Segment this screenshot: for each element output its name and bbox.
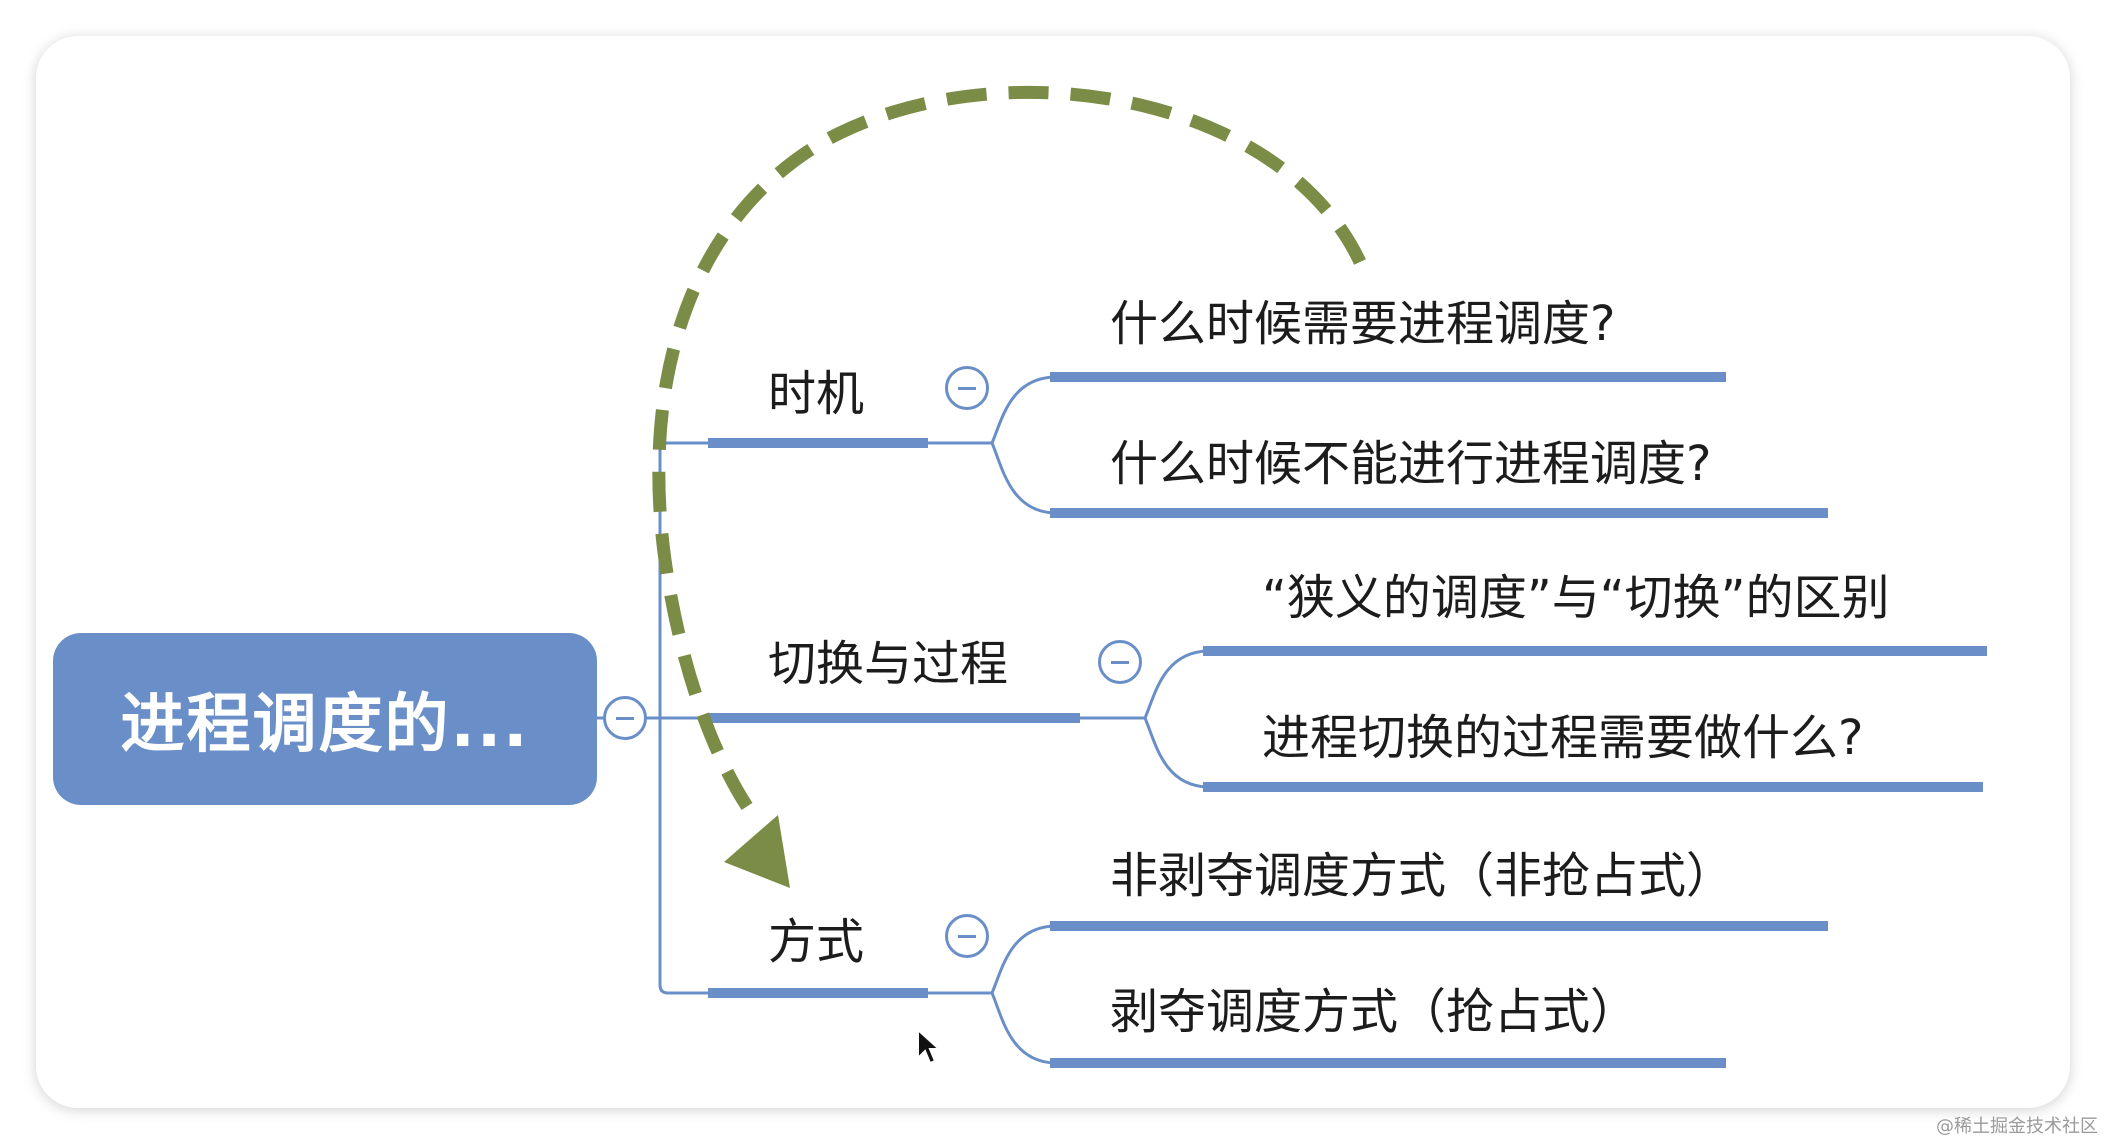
leaf-label-switch-steps[interactable]: 进程切换的过程需要做什么? <box>1262 710 1864 766</box>
root-node-label: 进程调度的... <box>120 688 530 762</box>
leaf-underline-2 <box>1050 508 1828 518</box>
timing-fork-lower <box>990 442 1056 515</box>
leaf-underline-5 <box>1050 921 1828 931</box>
branch-label-method[interactable]: 方式 <box>768 914 865 970</box>
branch-underline-method <box>708 988 928 998</box>
branch-label-timing[interactable]: 时机 <box>768 366 865 422</box>
leaf-underline-3 <box>1203 646 1987 656</box>
leaf-underline-1 <box>1050 372 1726 382</box>
dashed-curve-arrow <box>652 85 1366 822</box>
branch-label-switch[interactable]: 切换与过程 <box>768 636 1009 692</box>
leaf-label-when-not-schedule[interactable]: 什么时候不能进行进程调度? <box>1110 436 1712 492</box>
leaf-label-preemptive[interactable]: 剥夺调度方式（抢占式） <box>1110 984 1639 1040</box>
leaf-label-non-preemptive[interactable]: 非剥夺调度方式（非抢占式） <box>1110 848 1735 904</box>
method-fork-lower <box>990 992 1056 1065</box>
trunk-line <box>658 445 708 995</box>
timing-fork-upper <box>990 375 1056 444</box>
branch-collapse-icon-method[interactable] <box>945 914 989 958</box>
leaf-label-when-schedule[interactable]: 什么时候需要进程调度? <box>1110 296 1616 352</box>
switch-fork-upper <box>1143 649 1209 719</box>
method-fork-upper <box>990 924 1056 994</box>
trunk-top-stub <box>658 441 708 452</box>
dashed-arrow-head <box>724 815 790 888</box>
branch-underline-timing <box>708 438 928 448</box>
leaf-label-schedule-vs-switch[interactable]: “狭义的调度”与“切换”的区别 <box>1262 570 1890 626</box>
leaf-underline-4 <box>1203 782 1983 792</box>
branch-collapse-icon-timing[interactable] <box>945 366 989 410</box>
root-collapse-icon[interactable] <box>603 696 647 740</box>
switch-fork-lower <box>1143 717 1209 789</box>
watermark: @稀土掘金技术社区 <box>1936 1116 2098 1137</box>
root-node[interactable]: 进程调度的... <box>53 633 597 805</box>
mouse-pointer-icon <box>917 1028 942 1065</box>
branch-underline-switch <box>708 713 1080 723</box>
leaf-underline-6 <box>1050 1058 1726 1068</box>
branch-collapse-icon-switch[interactable] <box>1098 640 1142 684</box>
